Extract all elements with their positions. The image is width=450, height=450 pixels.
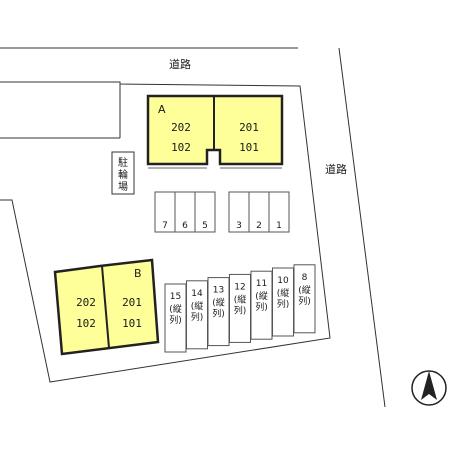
building-a-unit-101: 101 [239, 141, 259, 154]
road-right-edge [338, 47, 386, 408]
road-right-label: 道路 [325, 162, 347, 176]
building-a-unit-201: 201 [239, 121, 259, 134]
parking-space-13: 13(縦列) [207, 277, 230, 347]
parking-upper-left: 7 6 5 [154, 191, 216, 233]
building-b-unit-202: 202 [76, 296, 96, 309]
building-a: A 202 102 201 101 [146, 94, 284, 169]
bicycle-parking-label-3: 場 [118, 180, 128, 193]
parking-space-7: 7 [162, 221, 168, 231]
parking-space-note: (縦 [298, 284, 311, 296]
parking-space-note: (縦 [255, 290, 268, 302]
parking-space-14: 14(縦列) [186, 280, 208, 350]
parking-space-note: 列) [298, 295, 311, 307]
north-arrow-icon [411, 370, 447, 406]
parking-space-11: 11(縦列) [250, 270, 273, 340]
parking-space-note: (縦 [277, 287, 290, 299]
building-b-unit-102: 102 [76, 317, 96, 330]
parking-space-note: (縦 [169, 303, 182, 315]
parking-space-12: 12(縦列) [229, 273, 251, 343]
parking-space-number: 11 [256, 279, 267, 289]
parking-space-3: 3 [236, 221, 242, 231]
parking-space-note: 列) [212, 308, 225, 320]
building-b-unit-201: 201 [122, 296, 142, 309]
parking-space-2: 2 [256, 221, 262, 231]
parking-space-1: 1 [276, 221, 282, 231]
road-top-label: 道路 [169, 57, 191, 71]
parking-space-10: 10(縦列) [272, 267, 294, 337]
building-a-unit-202: 202 [171, 121, 191, 134]
parking-space-5: 5 [202, 221, 208, 231]
bicycle-parking [111, 151, 135, 195]
parking-space-number: 14 [191, 289, 203, 299]
parking-lower: 15(縦列)14(縦列)13(縦列)12(縦列)11(縦列)10(縦列)8(縦列… [164, 264, 316, 353]
parking-space-number: 13 [213, 286, 224, 296]
parking-space-note: (縦 [191, 300, 204, 312]
parking-space-note: 列) [191, 311, 204, 323]
parking-space-6: 6 [182, 221, 188, 231]
parking-space-8: 8(縦列) [293, 264, 316, 334]
building-b: B 202 102 201 101 [53, 258, 160, 356]
parking-space-note: (縦 [212, 297, 225, 309]
parking-space-number: 12 [234, 282, 245, 292]
bicycle-parking-label-1: 駐 [118, 156, 128, 169]
parking-space-number: 8 [302, 273, 308, 283]
parking-upper-right: 3 2 1 [228, 191, 290, 233]
bicycle-parking-label-2: 輪 [118, 168, 128, 181]
building-a-letter: A [158, 103, 166, 116]
building-a-unit-102: 102 [171, 141, 191, 154]
building-b-unit-101: 101 [122, 317, 142, 330]
parking-space-number: 10 [277, 276, 289, 286]
parking-space-note: 列) [277, 298, 290, 310]
parking-space-note: 列) [255, 301, 268, 313]
site-boundary [0, 81, 331, 383]
building-b-letter: B [134, 267, 142, 280]
parking-space-note: (縦 [234, 293, 247, 305]
parking-space-number: 15 [170, 292, 181, 302]
parking-space-note: 列) [169, 314, 182, 326]
parking-space-15: 15(縦列) [164, 283, 187, 353]
parking-space-note: 列) [234, 304, 247, 316]
